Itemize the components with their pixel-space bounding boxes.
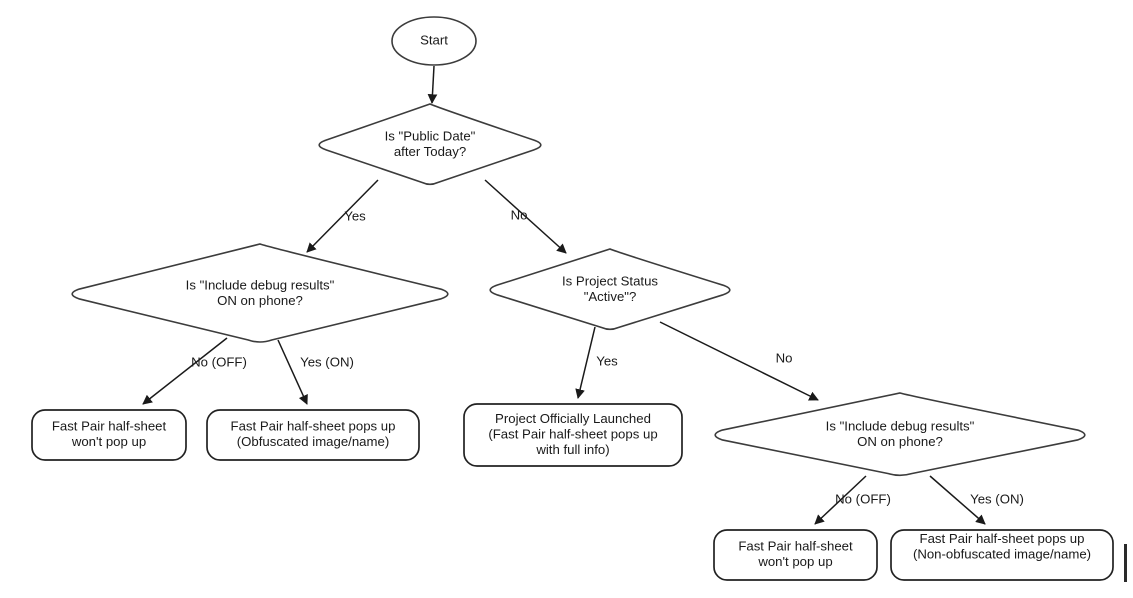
edge-arrow bbox=[659, 321, 819, 401]
node-left-on-text-line-0: Fast Pair half-sheet pops up bbox=[231, 419, 396, 434]
terminal-box bbox=[31, 409, 187, 461]
node-debug-left-text-line-1: ON on phone? bbox=[217, 293, 303, 308]
edge-public-date-yes: Yes bbox=[306, 179, 379, 253]
node-left-on-text-line-1: (Obfuscated image/name) bbox=[237, 434, 389, 449]
terminal-box bbox=[463, 403, 683, 467]
edge-arrow bbox=[929, 475, 986, 525]
edge-arrow bbox=[142, 337, 228, 405]
terminal-box bbox=[206, 409, 420, 461]
edge-arrow bbox=[814, 475, 867, 525]
node-right-on-text-line-1: (Non-obfuscated image/name) bbox=[913, 546, 1091, 561]
node-public-date[interactable]: Is "Public Date"after Today? bbox=[318, 103, 542, 186]
edge-arrow bbox=[306, 179, 379, 253]
edge-debug-right-no: No (OFF) bbox=[814, 475, 891, 525]
node-right-on-text-line-0: Fast Pair half-sheet pops up bbox=[920, 531, 1085, 546]
edge-label-debug-right-no: No (OFF) bbox=[835, 491, 891, 506]
edge-project-status-no: No bbox=[659, 321, 819, 401]
node-public-date-text-line-1: after Today? bbox=[394, 144, 466, 159]
decision-diamond bbox=[489, 248, 731, 331]
edge-start-to-public-date bbox=[427, 65, 438, 104]
edge-arrow bbox=[427, 65, 438, 104]
start-ellipse bbox=[391, 16, 477, 66]
terminal-box bbox=[713, 529, 878, 581]
artifact-layer bbox=[1124, 544, 1127, 582]
edge-arrow bbox=[484, 179, 567, 254]
edge-label-project-status-yes: Yes bbox=[596, 353, 618, 368]
right-edge-artifact bbox=[1124, 544, 1127, 582]
nodes-layer: Start Is "Public Date"after Today? Is "Inc… bbox=[31, 16, 1114, 581]
node-left-on[interactable]: Fast Pair half-sheet pops up(Obfuscated … bbox=[206, 409, 420, 461]
node-launched-text-line-2: with full info) bbox=[535, 442, 609, 457]
node-launched-text-line-1: (Fast Pair half-sheet pops up bbox=[488, 426, 657, 441]
edge-arrow bbox=[575, 326, 596, 399]
node-debug-right-text-line-1: ON on phone? bbox=[857, 434, 943, 449]
decision-diamond bbox=[71, 243, 449, 343]
edge-public-date-no: No bbox=[484, 179, 567, 254]
node-right-off-text-line-1: won't pop up bbox=[757, 554, 832, 569]
node-public-date-text-line-0: Is "Public Date" bbox=[385, 129, 476, 144]
edge-label-public-date-no: No bbox=[511, 207, 528, 222]
node-debug-left-text-line-0: Is "Include debug results" bbox=[186, 278, 335, 293]
edge-project-status-yes: Yes bbox=[575, 326, 618, 399]
node-project-status-text-line-0: Is Project Status bbox=[562, 274, 658, 289]
node-start[interactable]: Start bbox=[391, 16, 477, 66]
edge-arrow bbox=[277, 339, 308, 405]
node-start-text-line-0: Start bbox=[420, 32, 448, 47]
edge-debug-right-yes: Yes (ON) bbox=[929, 475, 1024, 525]
node-launched[interactable]: Project Officially Launched(Fast Pair ha… bbox=[463, 403, 683, 467]
edge-label-debug-left-no: No (OFF) bbox=[191, 354, 247, 369]
terminal-box bbox=[890, 529, 1114, 581]
node-project-status-text-line-1: "Active"? bbox=[584, 289, 637, 304]
node-debug-right-text-line-0: Is "Include debug results" bbox=[826, 419, 975, 434]
edge-label-public-date-yes: Yes bbox=[344, 208, 366, 223]
edge-label-project-status-no: No bbox=[776, 350, 793, 365]
node-left-off-text-line-0: Fast Pair half-sheet bbox=[52, 419, 167, 434]
node-project-status[interactable]: Is Project Status"Active"? bbox=[489, 248, 731, 331]
edge-label-debug-left-yes: Yes (ON) bbox=[300, 354, 354, 369]
node-debug-right[interactable]: Is "Include debug results"ON on phone? bbox=[714, 392, 1086, 477]
decision-diamond bbox=[714, 392, 1086, 477]
edge-label-debug-right-yes: Yes (ON) bbox=[970, 491, 1024, 506]
edge-debug-left-yes: Yes (ON) bbox=[277, 339, 354, 405]
node-right-on[interactable]: Fast Pair half-sheet pops up(Non-obfusca… bbox=[890, 529, 1114, 581]
node-launched-text-line-0: Project Officially Launched bbox=[495, 411, 651, 426]
edge-debug-left-no: No (OFF) bbox=[142, 337, 247, 405]
node-debug-left[interactable]: Is "Include debug results"ON on phone? bbox=[71, 243, 449, 343]
decision-diamond bbox=[318, 103, 542, 186]
node-right-off-text-line-0: Fast Pair half-sheet bbox=[738, 539, 853, 554]
node-left-off-text-line-1: won't pop up bbox=[71, 434, 146, 449]
